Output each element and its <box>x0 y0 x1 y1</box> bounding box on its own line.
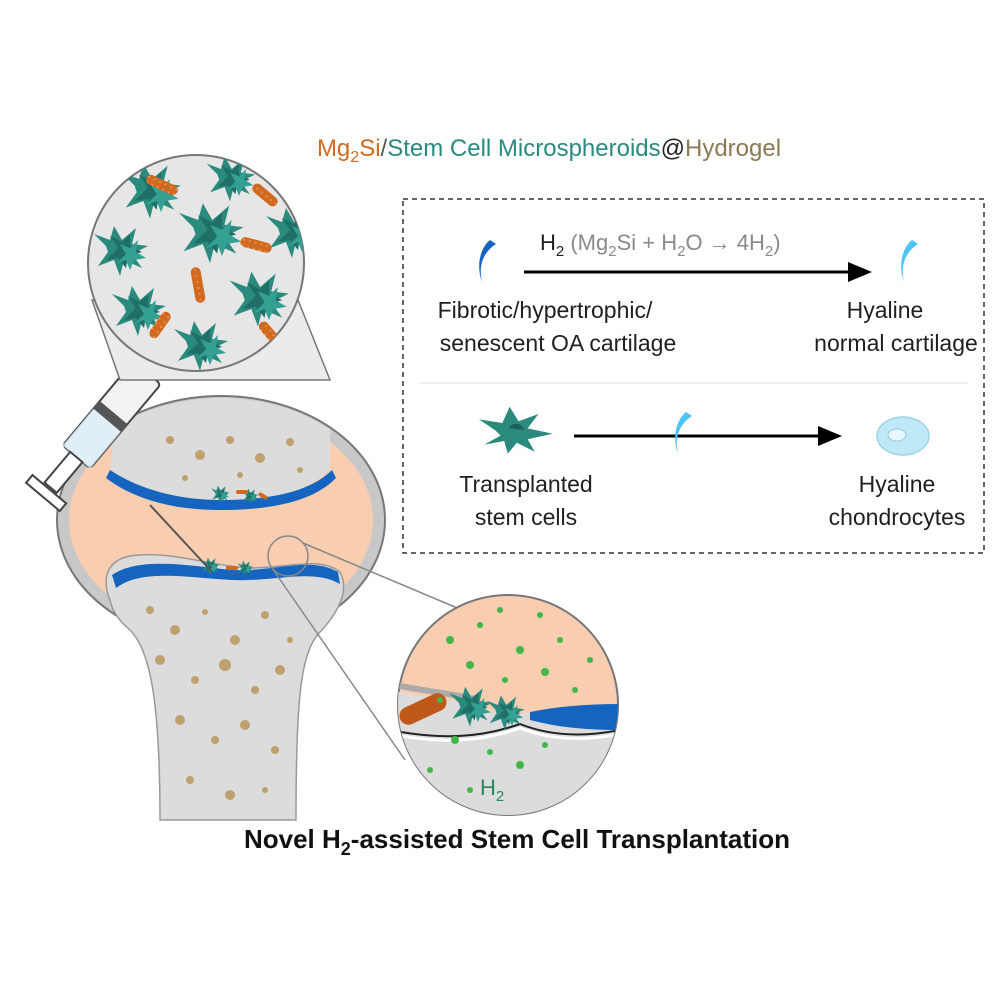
reaction-open: (Mg <box>564 230 608 255</box>
h2-symbol: H <box>540 230 556 255</box>
zoom-h2-label: H2 <box>480 775 504 805</box>
hydrogel-zoom <box>87 154 332 381</box>
header-mg-subscript: 2 <box>350 149 359 166</box>
header-hydrogel: Hydrogel <box>685 135 781 162</box>
figure-title: Novel H2-assisted Stem Cell Transplantat… <box>244 824 790 859</box>
header-stem-cells: Stem Cell Microspheroids <box>387 135 660 162</box>
header-mg: Mg <box>317 135 350 162</box>
header-si: Si <box>359 135 380 162</box>
h2-bubbles <box>427 607 593 793</box>
zoom-source-marker <box>267 535 309 577</box>
title-end: -assisted Stem Cell Transplantation <box>351 824 790 854</box>
stem-cell-nucleus <box>509 423 524 430</box>
implanted-spheroids <box>200 485 268 576</box>
bone-pores <box>146 436 303 800</box>
chondrocyte-nucleus <box>887 428 907 442</box>
knee-joint <box>56 395 386 821</box>
zoom-h2-symbol: H <box>480 775 496 800</box>
h2-subscript: 2 <box>556 243 564 260</box>
reaction-mid-2: O → 4H <box>685 230 764 255</box>
title-subscript: 2 <box>341 839 351 859</box>
lower-cartilage <box>112 563 340 588</box>
lower-bone <box>105 553 345 821</box>
zoom-h2-subscript: 2 <box>496 788 504 805</box>
header-title: Mg2Si/Stem Cell Microspheroids@Hydrogel <box>317 135 781 166</box>
reaction-mid: Si + H <box>617 230 678 255</box>
chondrocytes-label-1: Hyaline <box>859 471 936 497</box>
zoom-guide-top <box>302 542 463 611</box>
header-slash: / <box>381 135 388 162</box>
defect-zoom: H2 <box>267 535 619 816</box>
differentiation-arrow-head <box>818 426 842 446</box>
legend-border <box>402 198 985 554</box>
upper-bone <box>110 398 330 502</box>
zoom-guide-bottom <box>271 567 406 761</box>
normal-cartilage-label-1: Hyaline <box>847 297 924 323</box>
oa-cartilage-label-1: Fibrotic/hypertrophic/ <box>438 297 653 323</box>
repair-arrow-head <box>848 262 872 282</box>
stem-cells-label-1: Transplanted <box>459 471 592 497</box>
normal-cartilage-label-2: normal cartilage <box>814 330 978 356</box>
syringe-needle <box>149 504 213 573</box>
reaction-sub-2: 2 <box>677 243 685 260</box>
oa-cartilage-label-2: senescent OA cartilage <box>440 330 677 356</box>
header-at: @ <box>661 135 685 162</box>
mechanism-legend: H2 (Mg2Si + H2O → 4H2) Fibrotic/hypertro… <box>402 198 985 554</box>
reaction-close: ) <box>773 230 780 255</box>
reaction-equation: H2 (Mg2Si + H2O → 4H2) <box>540 230 781 260</box>
stem-cells-label-2: stem cells <box>475 504 577 530</box>
chondrocytes-label-2: chondrocytes <box>829 504 966 530</box>
upper-cartilage <box>106 470 336 510</box>
reaction-sub-3: 2 <box>765 243 773 260</box>
title-start: Novel H <box>244 824 341 854</box>
reaction-sub-1: 2 <box>608 243 616 260</box>
